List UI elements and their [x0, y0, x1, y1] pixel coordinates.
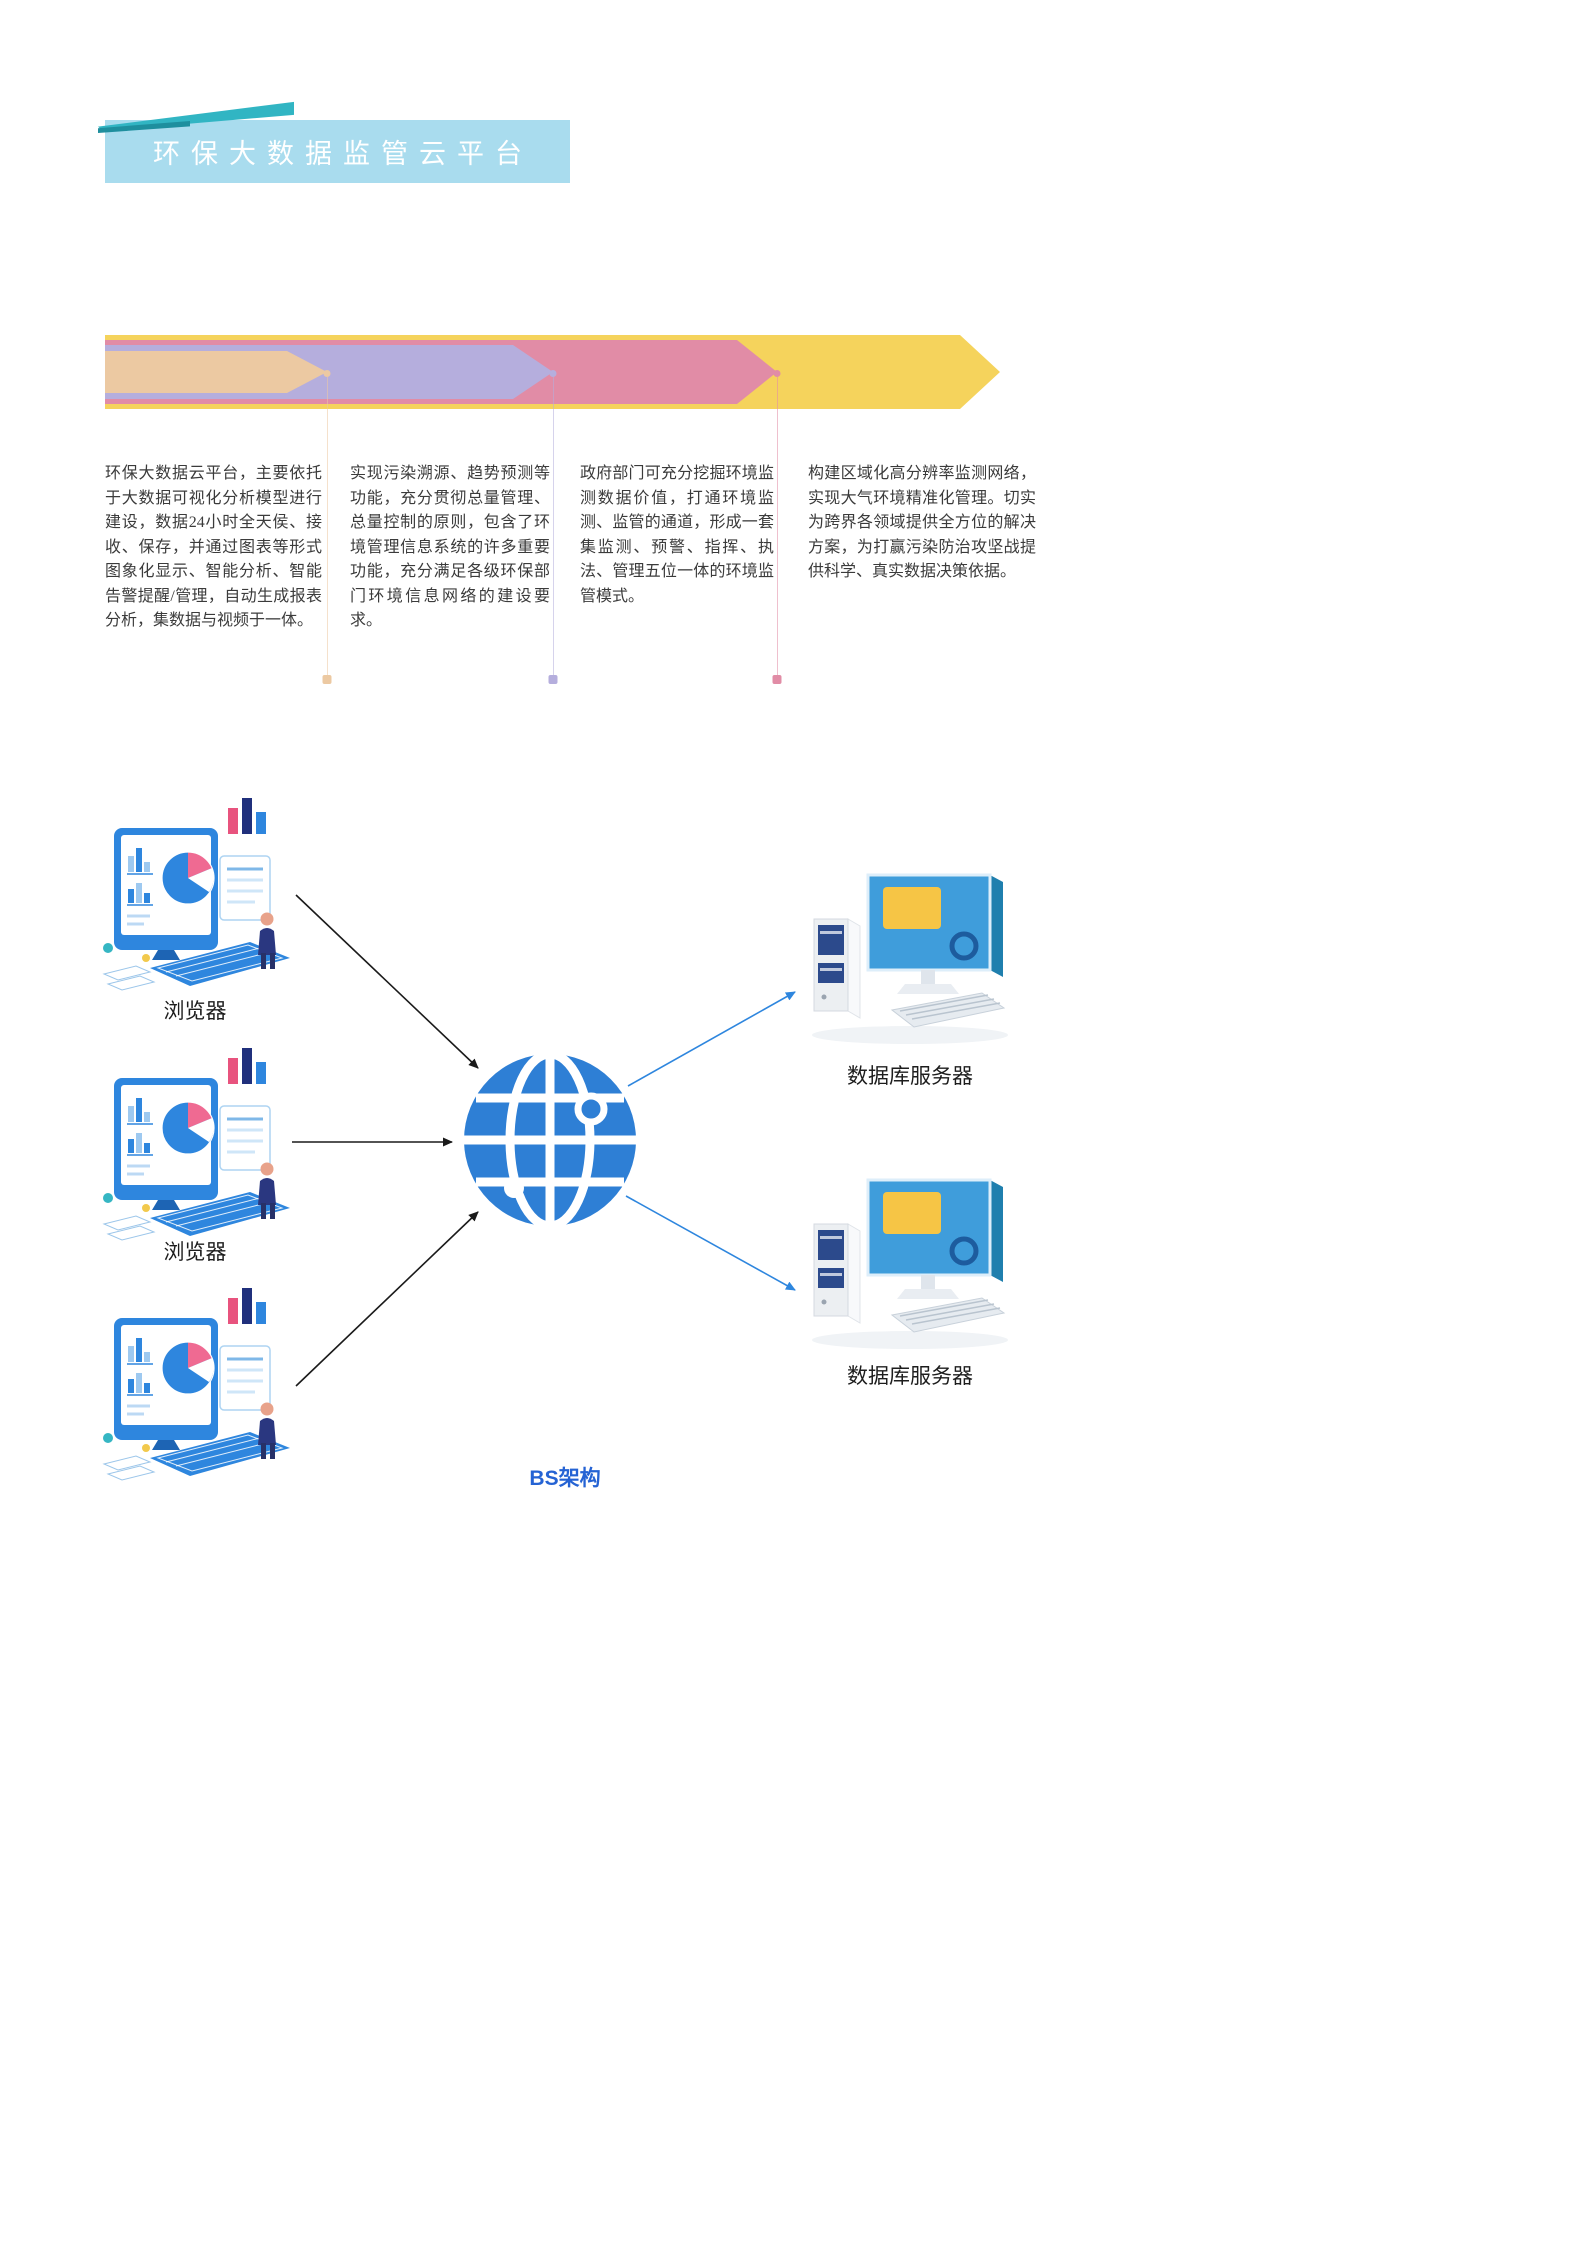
- server-illustration-2: [812, 1180, 1008, 1349]
- browser-label-1: 浏览器: [163, 999, 227, 1023]
- browser-illustration-2: [101, 1046, 292, 1242]
- arrow-browser1-to-globe: [295, 894, 479, 1069]
- title-banner: 环保大数据监管云平台: [105, 120, 570, 183]
- arrow-browser3-to-globe: [295, 1211, 479, 1387]
- arrow-globe-to-server2: [625, 1195, 796, 1291]
- timeline-connector-1: [323, 372, 331, 680]
- arrow-globe-to-server1: [627, 991, 796, 1087]
- browser-illustration-3: [101, 1286, 292, 1482]
- page-title: 环保大数据监管云平台: [153, 139, 533, 169]
- timeline-item-text-3: 政府部门可充分挖掘环境监测数据价值，打通环境监测、监管的通道，形成一套集监测、预…: [580, 465, 774, 605]
- server-label-2: 数据库服务器: [847, 1364, 973, 1388]
- response-arrows: [625, 991, 796, 1291]
- connector-line: [553, 377, 554, 675]
- server-label-1: 数据库服务器: [847, 1064, 973, 1088]
- architecture-caption: BS架构: [529, 1467, 601, 1490]
- connector-line: [327, 377, 328, 675]
- request-arrows: [292, 894, 479, 1387]
- timeline-item-text-1: 环保大数据云平台，主要依托于大数据可视化分析模型进行建设，数据24小时全天侯、接…: [105, 465, 322, 629]
- connector-line: [777, 377, 778, 675]
- globe-icon: [464, 1049, 636, 1231]
- browser-label-2: 浏览器: [163, 1240, 227, 1264]
- timeline-connector-3: [773, 372, 781, 680]
- timeline: [105, 334, 1010, 410]
- timeline-connector-2: [549, 372, 557, 680]
- timeline-arrow-1: [105, 351, 327, 393]
- timeline-item-text-2: 实现污染溯源、趋势预测等功能，充分贯彻总量管理、总量控制的原则，包含了环境管理信…: [350, 465, 550, 629]
- bs-architecture-diagram: [101, 796, 1100, 1482]
- timeline-item-text-4: 构建区域化高分辨率监测网络，实现大气环境精准化管理。切实为跨界各领域提供全方位的…: [808, 465, 1036, 580]
- browser-illustration-1: [101, 796, 292, 992]
- server-illustration-1: [812, 875, 1008, 1044]
